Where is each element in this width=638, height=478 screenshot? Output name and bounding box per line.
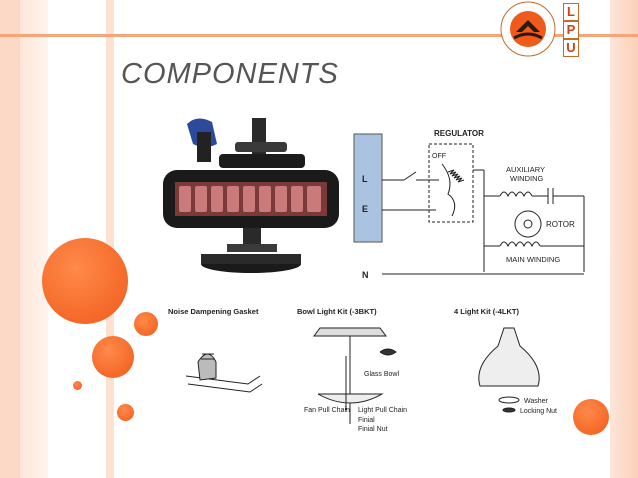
light-kits-diagram: Noise Dampening Gasket Bowl Light Kit (-… [168, 307, 557, 433]
finial-label: Finial [358, 417, 375, 424]
logo-letter-l: L [563, 3, 579, 21]
bowl-kit-sketch [313, 327, 397, 424]
glass-bowl-label: Glass Bowl [364, 371, 399, 378]
locking-nut-label: Locking Nut [520, 408, 557, 415]
slide-title: COMPONENTS [121, 58, 339, 90]
right-stripe [610, 0, 638, 478]
off-label: OFF [432, 153, 446, 160]
decor-circle-right [573, 399, 609, 435]
four-light-kit-caption: 4 Light Kit (-4LKT) [454, 307, 519, 316]
fan-motor-image [163, 118, 339, 273]
regulator-label: REGULATOR [434, 129, 484, 138]
decor-circle-small-2 [117, 404, 134, 421]
winding-label: WINDING [510, 174, 543, 183]
logo-letter-p: P [563, 21, 579, 39]
gasket-caption: Noise Dampening Gasket [168, 307, 259, 316]
decor-circle-small-1 [134, 312, 158, 336]
main-winding-label: MAIN WINDING [506, 255, 560, 264]
left-stripe [0, 0, 20, 478]
four-light-kit-sketch [478, 327, 540, 413]
fan-pull-chain-label: Fan Pull Chain [304, 407, 350, 414]
decor-circle-large [42, 238, 128, 324]
left-stripe-inner [20, 0, 48, 478]
decor-circle-mid [92, 336, 134, 378]
rotor-label: ROTOR [546, 220, 575, 229]
line-label-l: L [362, 174, 368, 184]
light-pull-chain-label: Light Pull Chain [358, 407, 407, 414]
line-label-n: N [362, 270, 369, 280]
left-stripe-line [106, 0, 114, 478]
bowl-kit-caption: Bowl Light Kit (-3BKT) [297, 307, 377, 316]
auxiliary-label: AUXILIARY [506, 165, 545, 174]
washer-label: Washer [524, 398, 549, 405]
decor-circle-tiny [73, 381, 82, 390]
gasket-sketch [185, 353, 263, 393]
top-divider-line [0, 34, 638, 37]
regulator-circuit-diagram: L E REGULATOR OFF AUXILIARY WINDING ROTO… [353, 129, 585, 280]
logo-letter-u: U [563, 39, 579, 57]
finial-nut-label: Finial Nut [358, 426, 388, 433]
lpu-seal-logo [500, 1, 556, 57]
line-label-e: E [362, 204, 368, 214]
